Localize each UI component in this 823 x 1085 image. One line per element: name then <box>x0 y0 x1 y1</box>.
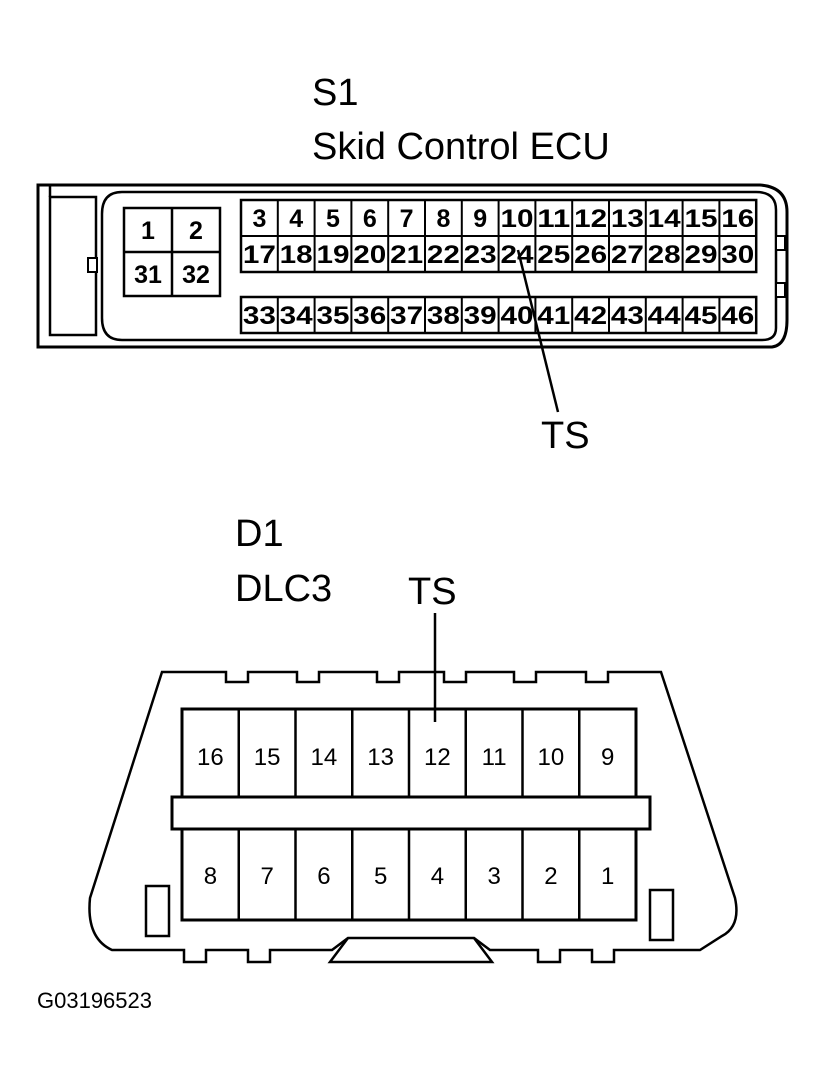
s1-pin-9: 9 <box>473 205 487 233</box>
s1-pin-5: 5 <box>326 205 340 233</box>
s1-pin-13: 13 <box>611 205 644 233</box>
s1-pin-28: 28 <box>648 241 681 269</box>
s1-pin-20: 20 <box>353 241 386 269</box>
s1-pin-12: 12 <box>574 205 607 233</box>
d1-connector-name: DLC3 <box>235 568 333 610</box>
s1-pin-36: 36 <box>353 302 386 330</box>
s1-face <box>100 190 778 342</box>
s1-pin-19: 19 <box>317 241 350 269</box>
s1-connector-name: Skid Control ECU <box>312 126 610 168</box>
s1-pin-29: 29 <box>685 241 718 269</box>
s1-pin-8: 8 <box>436 205 450 233</box>
figure-code: G03196523 <box>37 988 152 1013</box>
s1-pin-46: 46 <box>721 302 754 330</box>
s1-pin-27: 27 <box>611 241 644 269</box>
s1-housing <box>36 183 789 349</box>
s1-pin-44: 44 <box>648 302 681 330</box>
s1-pin-10: 10 <box>501 205 534 233</box>
s1-pin-14: 14 <box>648 205 681 233</box>
s1-ts-leader <box>516 249 560 413</box>
s1-connector-id: S1 <box>312 72 359 114</box>
s1-pin-17: 17 <box>243 241 276 269</box>
s1-pin-43: 43 <box>611 302 644 330</box>
s1-small-pin-block: 1 2 31 32 <box>122 206 222 298</box>
s1-pin-40: 40 <box>501 302 534 330</box>
s1-pin-3: 3 <box>252 205 266 233</box>
s1-pin-42: 42 <box>574 302 607 330</box>
s1-pin-1: 1 <box>141 217 155 245</box>
s1-pin-22: 22 <box>427 241 460 269</box>
s1-pin-31: 31 <box>134 261 162 289</box>
s1-pin-39: 39 <box>464 302 497 330</box>
s1-pin-26: 26 <box>574 241 607 269</box>
s1-pin-15: 15 <box>685 205 718 233</box>
s1-pin-38: 38 <box>427 302 460 330</box>
s1-pin-32: 32 <box>182 261 210 289</box>
s1-pin-21: 21 <box>390 241 423 269</box>
s1-pin-7: 7 <box>400 205 414 233</box>
s1-pin-2: 2 <box>189 217 203 245</box>
s1-pin-33: 33 <box>243 302 276 330</box>
s1-pin-25: 25 <box>537 241 570 269</box>
s1-pin-37: 37 <box>390 302 423 330</box>
s1-pin-18: 18 <box>280 241 313 269</box>
d1-connector-id: D1 <box>235 513 284 555</box>
s1-pin-4: 4 <box>289 205 303 233</box>
s1-pin-35: 35 <box>317 302 350 330</box>
s1-pin-6: 6 <box>363 205 377 233</box>
s1-pin-41: 41 <box>537 302 570 330</box>
s1-pin-24: 24 <box>501 241 534 269</box>
d1-ts-label: TS <box>408 571 457 613</box>
s1-pin-16: 16 <box>721 205 754 233</box>
s1-pin-45: 45 <box>685 302 718 330</box>
s1-pin-23: 23 <box>464 241 497 269</box>
s1-pin-11: 11 <box>537 205 570 233</box>
s1-pin-30: 30 <box>721 241 754 269</box>
s1-ts-label: TS <box>541 415 590 457</box>
s1-pin-34: 34 <box>280 302 313 330</box>
